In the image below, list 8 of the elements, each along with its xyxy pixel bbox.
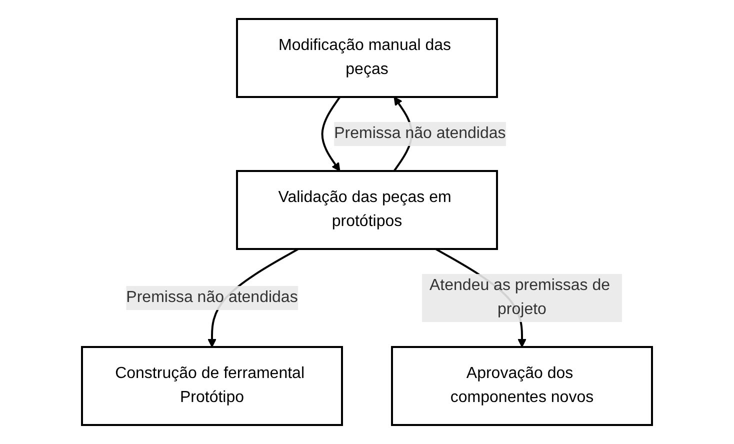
node-box: Modificação manual das peças — [236, 18, 498, 98]
edge-label: Premissa não atendidas — [126, 289, 298, 306]
arrow — [321, 96, 341, 172]
edge-label: Atendeu as premissas de projeto — [430, 277, 610, 318]
edge-label: Premissa não atendidas — [334, 125, 506, 142]
node-box: Validação das peças em protótipos — [236, 170, 498, 250]
node-box: Construção de ferramental Protótipo — [81, 346, 343, 426]
node-box: Aprovação dos componentes novos — [391, 346, 653, 426]
